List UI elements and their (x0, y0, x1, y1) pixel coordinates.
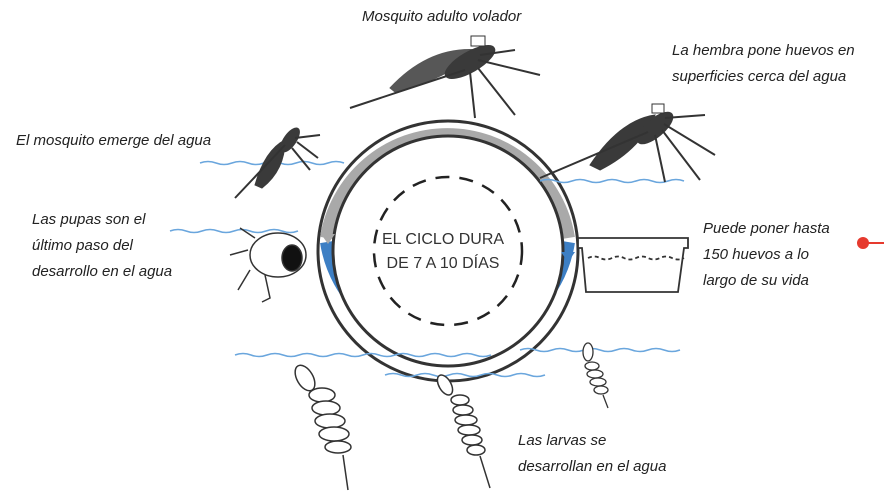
label-female-line-1: La hembra pone huevos en (672, 38, 855, 64)
label-eggs-line-3: largo de su vida (703, 268, 830, 294)
label-eggs-line-1: Puede poner hasta (703, 216, 830, 242)
larva-icon-1 (291, 362, 351, 490)
label-female: La hembra pone huevos en superficies cer… (672, 38, 855, 90)
cycle-duration-line-1: EL CICLO DURA (362, 228, 524, 252)
egg-container-icon (578, 238, 688, 292)
marker-dot (857, 237, 869, 249)
water-line-pupae (170, 230, 298, 233)
larva-icon-2 (434, 372, 490, 488)
mosquito-adult-icon (350, 36, 540, 118)
water-line-larvae-3 (520, 349, 680, 352)
label-eggs: Puede poner hasta 150 huevos a lo largo … (703, 216, 830, 294)
label-pupae-line-1: Las pupas son el (32, 207, 172, 233)
label-adult: Mosquito adulto volador (362, 4, 521, 30)
label-pupae-line-2: último paso del (32, 233, 172, 259)
label-emerge-text: El mosquito emerge del agua (16, 132, 211, 149)
cycle-duration-text: EL CICLO DURA DE 7 A 10 DÍAS (362, 228, 524, 276)
label-pupae-line-3: desarrollo en el agua (32, 259, 172, 285)
larva-icon-3 (583, 343, 608, 408)
cycle-duration-line-2: DE 7 A 10 DÍAS (362, 252, 524, 276)
label-larvae-line-1: Las larvas se (518, 428, 666, 454)
mosquito-female-icon (540, 104, 715, 182)
label-pupae: Las pupas son el último paso del desarro… (32, 207, 172, 285)
label-adult-text: Mosquito adulto volador (362, 8, 521, 25)
label-female-line-2: superficies cerca del agua (672, 64, 855, 90)
label-emerge: El mosquito emerge del agua (16, 128, 211, 154)
label-larvae-line-2: desarrollan en el agua (518, 454, 666, 480)
water-line-female (540, 180, 684, 183)
label-eggs-line-2: 150 huevos a lo (703, 242, 830, 268)
pupa-icon (230, 228, 306, 302)
label-larvae: Las larvas se desarrollan en el agua (518, 428, 666, 480)
